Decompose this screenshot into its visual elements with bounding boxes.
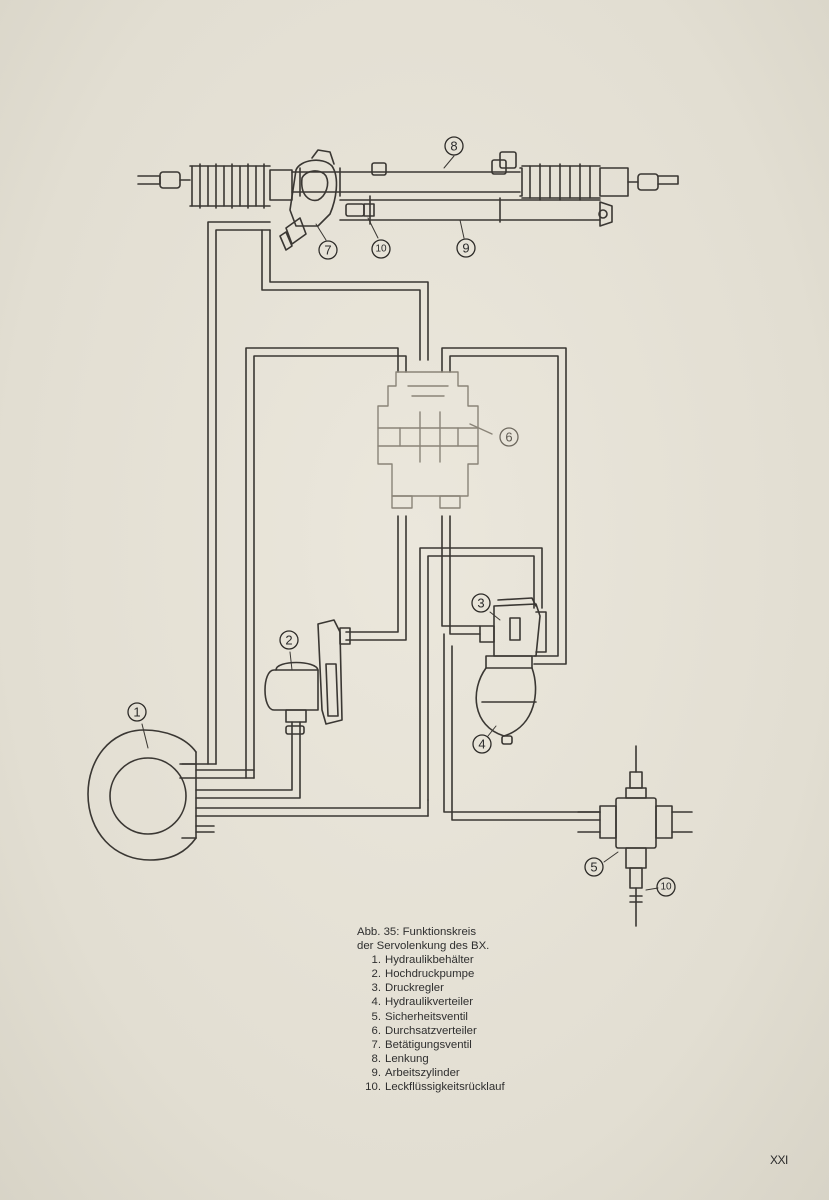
callout-2-circle xyxy=(279,630,299,650)
callout-6-circle xyxy=(499,427,519,447)
callout-10a-circle xyxy=(371,239,391,259)
callout-10b: 10 xyxy=(660,882,672,893)
callout-3-circle xyxy=(471,593,491,613)
callout-4: 4 xyxy=(478,737,485,752)
flow-distributor xyxy=(377,371,493,509)
steering-rack-assembly xyxy=(137,149,679,251)
legend-item: 1.Hydraulikbehälter xyxy=(371,954,474,967)
page-number: XXI xyxy=(770,1153,788,1167)
callout-1: 1 xyxy=(133,705,140,720)
legend-item: 10.Leckflüssigkeitsrücklauf xyxy=(365,1081,505,1094)
callout-1-circle xyxy=(127,702,147,722)
callout-labels: 8 7 10 9 6 3 2 1 4 5 10 xyxy=(133,139,672,893)
callout-9-circle xyxy=(456,238,476,258)
legend-item: 5.Sicherheitsventil xyxy=(371,1010,468,1023)
hydraulic-accumulator xyxy=(475,667,537,745)
callout-6: 6 xyxy=(505,430,512,445)
hydraulic-reservoir xyxy=(87,729,197,861)
callout-7-circle xyxy=(318,240,338,260)
callout-7: 7 xyxy=(324,243,331,258)
caption-title-line2: der Servolenkung des BX. xyxy=(357,940,490,953)
callout-4-circle xyxy=(472,734,492,754)
callout-10b-circle xyxy=(656,877,676,897)
safety-valve xyxy=(577,745,693,927)
legend-list: 1.Hydraulikbehälter 2.Hochdruckpumpe 3.D… xyxy=(357,953,607,1094)
legend-item: 2.Hochdruckpumpe xyxy=(371,968,475,981)
legend-item: 7.Betätigungsventil xyxy=(371,1038,472,1051)
legend-item: 8.Lenkung xyxy=(371,1052,429,1065)
pressure-regulator xyxy=(479,597,547,669)
callout-8: 8 xyxy=(450,139,457,154)
callout-5: 5 xyxy=(590,860,597,875)
callout-2: 2 xyxy=(285,633,292,648)
callout-3: 3 xyxy=(477,596,484,611)
callout-circles xyxy=(127,136,676,897)
legend-item: 6.Durchsatzverteiler xyxy=(371,1024,477,1037)
legend-item: 3.Druckregler xyxy=(371,982,444,995)
callout-8-circle xyxy=(444,136,464,156)
figure-caption: Abb. 35: Funktionskreis der Servolenkung… xyxy=(357,925,607,1094)
hydraulic-lines xyxy=(179,221,601,833)
legend-item: 9.Arbeitszylinder xyxy=(371,1066,460,1079)
callout-leaders xyxy=(141,155,659,891)
caption-title-line1: Abb. 35: Funktionskreis xyxy=(357,926,477,938)
callout-9: 9 xyxy=(462,241,469,256)
callout-10a: 10 xyxy=(375,244,387,255)
legend-item: 4.Hydraulikverteiler xyxy=(371,996,474,1009)
callout-5-circle xyxy=(584,857,604,877)
high-pressure-pump xyxy=(264,619,351,735)
